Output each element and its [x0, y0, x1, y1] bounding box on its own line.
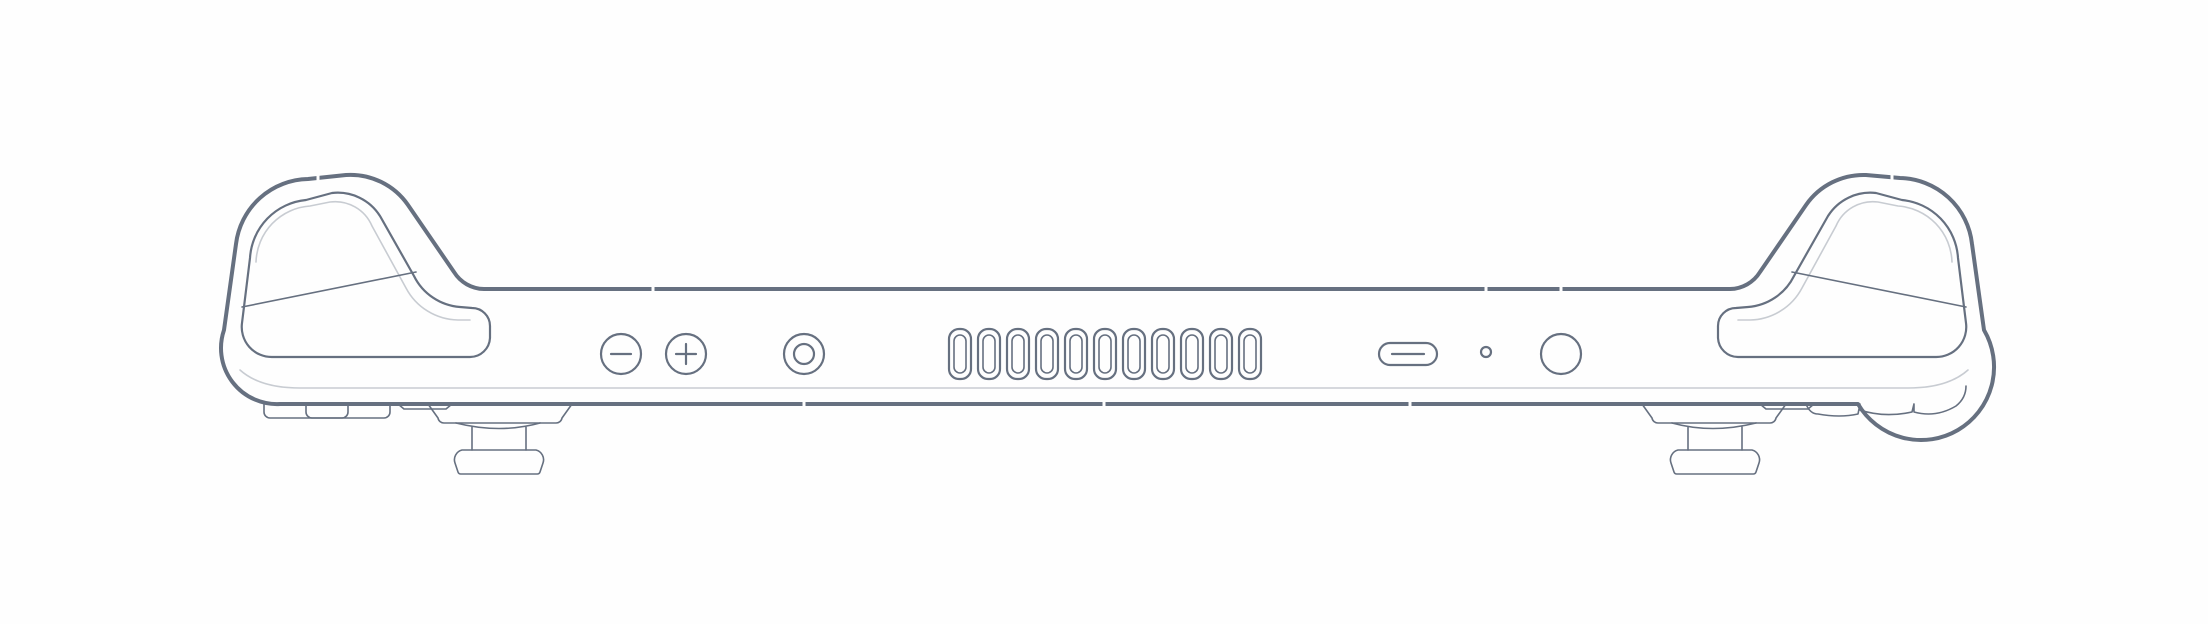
- left-bumper[interactable]: [263, 403, 453, 419]
- right-bumper[interactable]: [1759, 385, 1967, 417]
- left-grip-diagonal: [241, 271, 417, 308]
- vent-slot: [1034, 327, 1060, 381]
- vent-slot: [1208, 327, 1234, 381]
- vent-icon: [1069, 334, 1083, 374]
- vent-slot: [1092, 327, 1118, 381]
- right-bumper-tab: [1805, 403, 1861, 417]
- vent-slot: [1005, 327, 1031, 381]
- minus-button[interactable]: [599, 332, 643, 376]
- left-bumper-base: [263, 403, 391, 419]
- usb-c-port[interactable]: [1377, 341, 1439, 367]
- vent-icon: [1127, 334, 1141, 374]
- usb-c-port-housing: [1377, 341, 1439, 367]
- plus-button-ring: [664, 332, 708, 376]
- vent-slot: [1150, 327, 1176, 381]
- vent-icon: [1243, 334, 1257, 374]
- plus-button[interactable]: [664, 332, 708, 376]
- vent-grille: [947, 327, 1263, 381]
- headphone-jack-icon: [792, 342, 816, 366]
- left-bumper-tab: [305, 403, 349, 419]
- vent-icon: [1040, 334, 1054, 374]
- right-bumper-base: [1857, 385, 1967, 416]
- device-body-outline: [219, 172, 1997, 443]
- left-bumper-clip: [397, 403, 453, 410]
- vent-icon: [1185, 334, 1199, 374]
- seam-marks: [316, 172, 1894, 412]
- right-trigger[interactable]: [1641, 403, 1787, 475]
- left-grip-faint-contour: [255, 200, 471, 321]
- vent-slot: [947, 327, 973, 381]
- vent-icon: [953, 334, 967, 374]
- minus-button-ring: [599, 332, 643, 376]
- vent-slot: [1063, 327, 1089, 381]
- power-icon: [1539, 332, 1583, 376]
- vent-slot: [976, 327, 1002, 381]
- vent-slot: [1121, 327, 1147, 381]
- plus-icon: [674, 342, 698, 366]
- power-button[interactable]: [1539, 332, 1583, 376]
- left-trigger[interactable]: [427, 403, 573, 475]
- bottom-inner-rail: [239, 369, 1969, 389]
- trigger-icon: [1669, 449, 1761, 475]
- vent-slot: [1237, 327, 1263, 381]
- vent-icon: [982, 334, 996, 374]
- status-led: [1479, 345, 1493, 359]
- right-grip-contour: [1716, 191, 1968, 359]
- vent-slot: [1179, 327, 1205, 381]
- left-trigger-stem: [455, 422, 541, 451]
- trigger-icon: [453, 449, 545, 475]
- audio-jack-outer-ring: [782, 332, 826, 376]
- audio-jack[interactable]: [782, 332, 826, 376]
- right-trigger-shoulder: [1641, 403, 1787, 424]
- vent-icon: [1156, 334, 1170, 374]
- right-grip-faint-contour: [1737, 200, 1953, 321]
- left-trigger-shoulder: [427, 403, 573, 424]
- right-grip-diagonal: [1791, 271, 1967, 308]
- vent-icon: [1011, 334, 1025, 374]
- left-grip-contour: [240, 191, 492, 359]
- vent-icon: [1098, 334, 1112, 374]
- right-trigger-stem: [1671, 422, 1757, 451]
- vent-icon: [1214, 334, 1228, 374]
- right-bumper-clip: [1759, 403, 1815, 410]
